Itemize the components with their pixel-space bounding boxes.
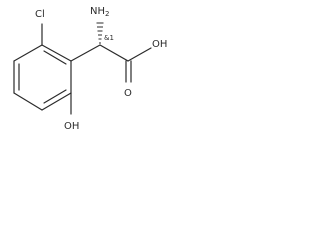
ring-bond [13,92,43,111]
ring-bond [41,44,72,62]
ring-bond [13,44,43,62]
ring-to-alpha-carbon-bond [70,44,101,62]
ring-double-bond [43,50,67,65]
carbonyl-o-label: O [124,88,132,99]
c-oh-acid-bond [127,47,152,62]
benzene-ring [13,44,72,111]
phenol-oh-label: OH [64,121,79,132]
amine-subscript: 2 [105,10,109,18]
alpha-to-carboxyl-bond [99,44,129,62]
chlorine-label: Cl [35,9,45,20]
stereo-descriptor: &1 [104,34,114,42]
hashed-wedge-bond [96,22,104,44]
chemical-structure: Cl OH NH2 &1 OH O [13,6,167,132]
ring-double-bond [43,89,67,104]
amine-label: NH2 [90,6,109,18]
ring-bond [41,92,72,111]
acid-oh-label: OH [152,39,167,50]
